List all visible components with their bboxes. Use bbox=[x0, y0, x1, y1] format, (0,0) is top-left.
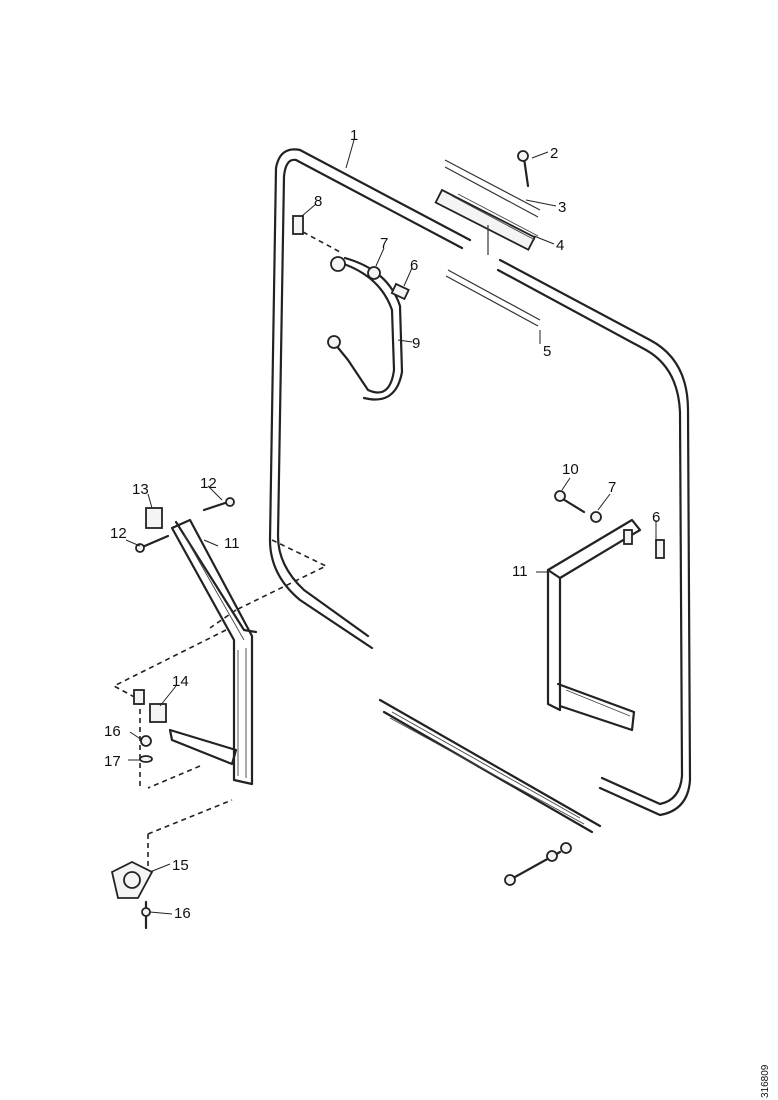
callout-6b: 6 bbox=[652, 509, 660, 526]
callout-3: 3 bbox=[558, 199, 566, 216]
callout-2: 2 bbox=[550, 145, 558, 162]
lower-seal-strip bbox=[378, 698, 602, 886]
drain-hose bbox=[327, 256, 410, 401]
callout-7a: 7 bbox=[380, 235, 388, 252]
callout-4: 4 bbox=[556, 237, 564, 254]
left-bracket bbox=[112, 518, 328, 872]
leader-lines bbox=[125, 139, 657, 915]
callout-8: 8 bbox=[314, 193, 322, 210]
window-frame-seal bbox=[268, 148, 692, 817]
callout-12b: 12 bbox=[110, 525, 127, 542]
drawing-code: 316809 bbox=[760, 1064, 771, 1098]
callout-7b: 7 bbox=[608, 479, 616, 496]
callout-10: 10 bbox=[562, 461, 579, 478]
callout-15: 15 bbox=[172, 857, 189, 874]
clip-8 bbox=[292, 215, 341, 253]
callout-1: 1 bbox=[350, 127, 358, 144]
callout-6a: 6 bbox=[410, 257, 418, 274]
callout-13: 13 bbox=[132, 481, 149, 498]
upper-seal-strips bbox=[434, 159, 541, 327]
callout-17: 17 bbox=[104, 753, 121, 770]
bolt bbox=[517, 150, 530, 188]
callout-11b: 11 bbox=[512, 563, 528, 580]
bottom-clamp bbox=[110, 860, 154, 930]
callout-14: 14 bbox=[172, 673, 189, 690]
callout-11a: 11 bbox=[224, 535, 240, 552]
callout-9: 9 bbox=[412, 335, 420, 352]
callout-16a: 16 bbox=[104, 723, 121, 740]
right-bracket bbox=[546, 490, 665, 732]
callout-16b: 16 bbox=[174, 905, 191, 922]
callout-5: 5 bbox=[543, 343, 551, 360]
callout-12a: 12 bbox=[200, 475, 217, 492]
left-small-parts bbox=[133, 497, 238, 766]
callout-labels: 1 2 3 4 5 8 7 6 9 10 7 6 11 13 12 12 11 … bbox=[104, 127, 660, 922]
